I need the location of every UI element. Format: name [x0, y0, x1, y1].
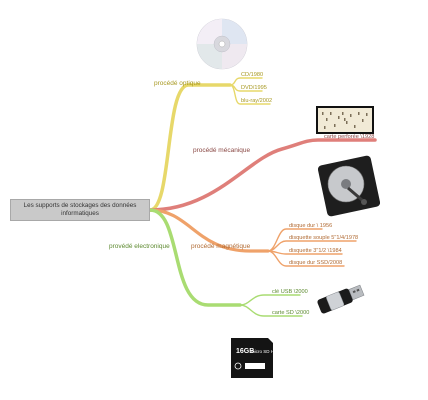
- leaf-line-bluray: [229, 84, 271, 105]
- branch-label-mecanique[interactable]: procédé mécanique: [193, 147, 251, 154]
- branch-label-magnetique[interactable]: procédé magnétique: [191, 243, 251, 250]
- branch-magnetique-line: [148, 208, 270, 253]
- branch-label-electronique[interactable]: provédé electronique: [109, 243, 170, 250]
- leaf-carte-sd[interactable]: carte SD \2000: [272, 310, 310, 316]
- hard-drive-image: [317, 155, 381, 217]
- usb-key-image: [317, 284, 365, 314]
- branch-optique-line: [148, 83, 232, 212]
- leaf-cle-usb[interactable]: clé USB \2000: [272, 289, 308, 295]
- leaf-line-usb: [239, 294, 301, 306]
- leaf-bluray[interactable]: blu-ray/2002: [241, 98, 273, 104]
- leaf-disquette-35[interactable]: disquette 3"1/2 \1984: [289, 248, 342, 254]
- leaf-line-sd: [239, 304, 303, 317]
- cd-disc-image: [196, 18, 248, 70]
- sd-type-label: micro SD HC: [251, 349, 278, 354]
- micro-sd-card-image: 16GB micro SD HC: [231, 338, 278, 378]
- leaf-disque-ssd[interactable]: disque dur SSD/2008: [289, 260, 343, 266]
- branch-label-optique[interactable]: procédé optique: [154, 80, 201, 87]
- sd-capacity-label: 16GB: [236, 348, 254, 355]
- leaf-cd[interactable]: CD/1980: [241, 72, 264, 78]
- root-node[interactable]: Les supports de stockages des données in…: [10, 199, 150, 221]
- branch-electronique-line: [148, 208, 242, 307]
- punched-card-image: [316, 106, 374, 134]
- leaf-disque-dur[interactable]: disque dur \ 1956: [289, 223, 333, 229]
- leaf-carte-perforee[interactable]: carte perforée \1928: [324, 134, 375, 140]
- leaf-disquette-souple[interactable]: disquette souple 5"1/4/1978: [289, 235, 359, 241]
- leaf-line-cd: [229, 77, 263, 86]
- leaf-line-ssd: [267, 250, 345, 267]
- branch-mecanique-line: [148, 138, 377, 212]
- leaf-dvd[interactable]: DVD/1995: [241, 85, 267, 91]
